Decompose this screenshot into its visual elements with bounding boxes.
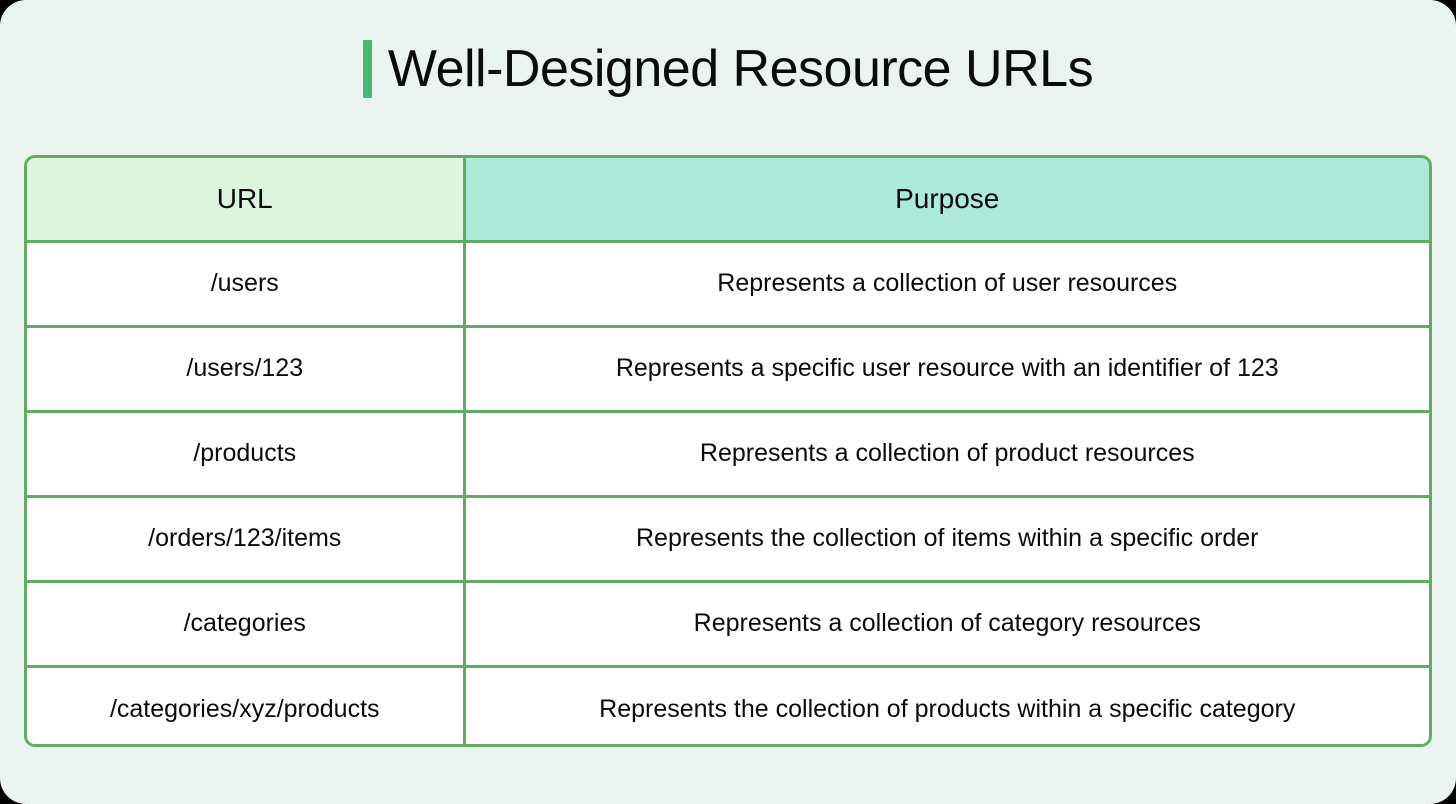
accent-bar-icon — [362, 40, 372, 98]
cell-purpose: Represents a specific user resource with… — [464, 324, 1429, 411]
cell-url: /users/123 — [27, 324, 466, 411]
cell-url: /products — [27, 409, 466, 496]
cell-url: /categories — [27, 579, 466, 666]
cell-purpose: Represents a collection of product resou… — [464, 409, 1429, 496]
table-row: /products Represents a collection of pro… — [27, 409, 1429, 496]
column-header-purpose: Purpose — [464, 158, 1429, 243]
title-block: Well-Designed Resource URLs — [0, 0, 1456, 130]
table-body: /users Represents a collection of user r… — [27, 241, 1429, 744]
title-row: Well-Designed Resource URLs — [362, 40, 1094, 98]
table-header-row: URL Purpose — [27, 158, 1429, 243]
cell-url: /categories/xyz/products — [27, 664, 466, 744]
table: URL Purpose /users Represents a collecti… — [27, 158, 1429, 744]
cell-url: /users — [27, 241, 466, 326]
table-header: URL Purpose — [27, 158, 1429, 243]
resource-urls-table: URL Purpose /users Represents a collecti… — [24, 155, 1432, 747]
cell-purpose: Represents the collection of items withi… — [464, 494, 1429, 581]
cell-url: /orders/123/items — [27, 494, 466, 581]
page-title: Well-Designed Resource URLs — [387, 40, 1094, 98]
cell-purpose: Represents the collection of products wi… — [464, 664, 1429, 744]
table-row: /categories Represents a collection of c… — [27, 579, 1429, 666]
table-row: /orders/123/items Represents the collect… — [27, 494, 1429, 581]
cell-purpose: Represents a collection of user resource… — [464, 241, 1429, 326]
table-row: /categories/xyz/products Represents the … — [27, 664, 1429, 744]
table-row: /users Represents a collection of user r… — [27, 241, 1429, 326]
cell-purpose: Represents a collection of category reso… — [464, 579, 1429, 666]
table-row: /users/123 Represents a specific user re… — [27, 324, 1429, 411]
column-header-url: URL — [27, 158, 466, 243]
